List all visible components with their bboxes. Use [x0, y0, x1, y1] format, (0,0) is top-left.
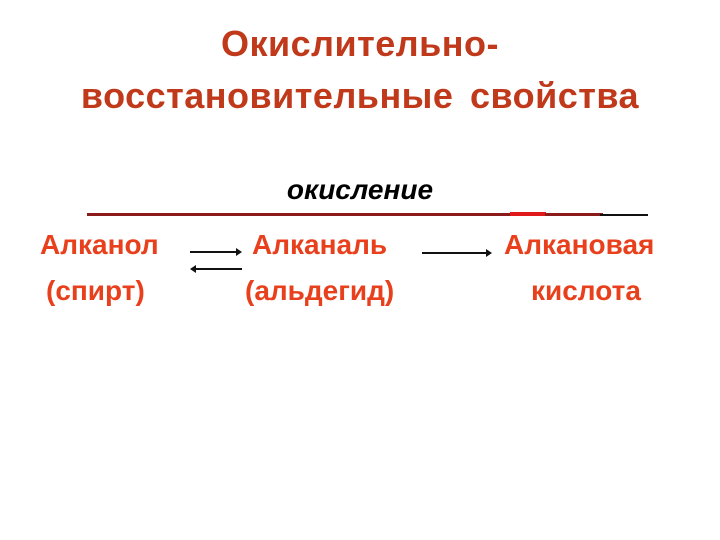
title-line-1: Окислительно- [220, 23, 500, 64]
oxidation-label: окисление [286, 174, 434, 205]
arrow-right-icon [422, 249, 492, 257]
oxidation-line-tail [600, 214, 648, 216]
compound-alkanoic-subtitle: кислота [531, 275, 641, 306]
oxidation-line-highlight [510, 212, 546, 216]
compound-alkanol-subtitle: (спирт) [46, 275, 145, 306]
compound-alkanoic: Алкановая [504, 229, 655, 260]
title-line-2: восстановительные свойства [80, 75, 640, 116]
arrow-left-icon [190, 265, 242, 273]
compound-alkanal-subtitle: (альдегид) [245, 275, 395, 306]
compound-alkanol: Алканол [40, 229, 159, 260]
oxidation-line-segment [545, 213, 603, 216]
oxidation-line [87, 213, 512, 216]
arrow-right-icon [190, 248, 242, 256]
compound-alkanal: Алканаль [252, 229, 388, 260]
